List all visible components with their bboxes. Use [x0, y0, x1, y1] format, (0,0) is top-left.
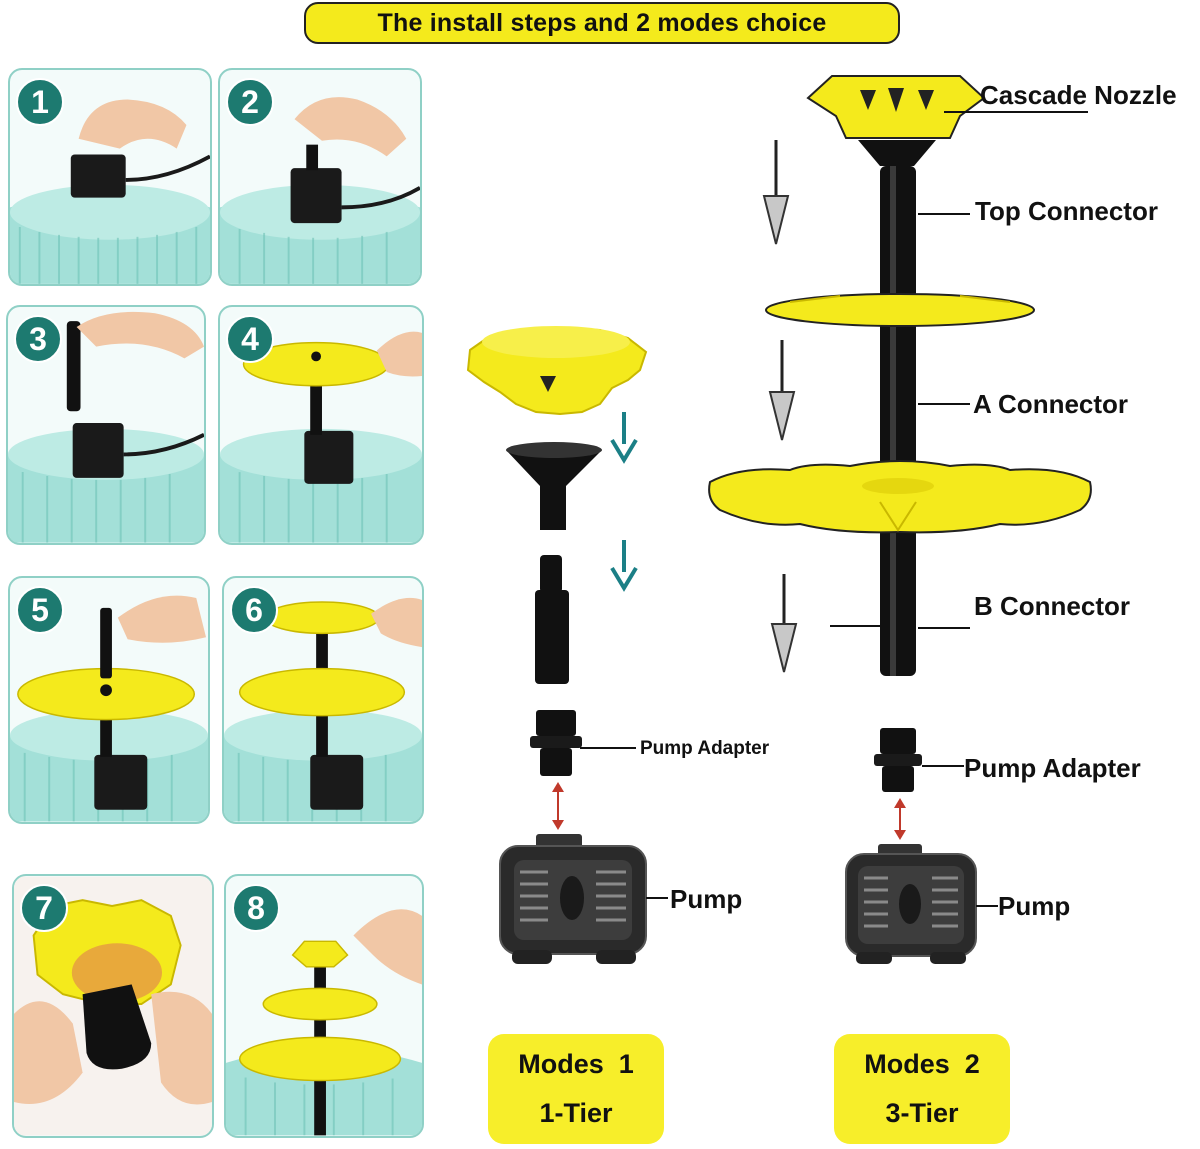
label-pump-mode1: Pump [670, 884, 743, 914]
mode-1-name: Modes 1 [518, 1049, 634, 1079]
step-card-5: 5 [8, 576, 210, 824]
step-badge-3: 3 [14, 315, 62, 363]
label-cascade-nozzle: Cascade Nozzle [980, 80, 1177, 110]
step-badge-1: 1 [16, 78, 64, 126]
step-1-illustration [10, 99, 210, 284]
mode1-pump-adapter [530, 710, 582, 776]
mode2-down-arrow-3 [770, 574, 798, 673]
step-badge-7: 7 [20, 884, 68, 932]
step-badge-2: 2 [226, 78, 274, 126]
step-badge-5: 5 [16, 586, 64, 634]
mode-2-box: Modes 2 3-Tier [834, 1034, 1010, 1144]
mode1-down-arrow-1 [610, 412, 638, 464]
mode-2-tier: 3-Tier [885, 1098, 959, 1128]
mode1-down-arrow-2 [610, 540, 638, 592]
mode2-down-arrow-2 [768, 340, 796, 441]
step-card-7: 7 [12, 874, 214, 1138]
mode1-top-connector [506, 442, 602, 530]
step-5-illustration [10, 595, 208, 822]
mode1-cascade-nozzle [466, 326, 648, 416]
mode2-pump-adapter [874, 728, 922, 792]
step-card-4: 4 [218, 305, 424, 545]
mode1-a-connector [535, 555, 569, 684]
mode1-red-arrow [552, 782, 564, 830]
step-3-illustration [8, 311, 204, 543]
label-top-connector: Top Connector [975, 196, 1158, 226]
title-text: The install steps and 2 modes choice [377, 8, 827, 37]
step-card-3: 3 [6, 305, 206, 545]
label-pump-mode2: Pump [998, 891, 1071, 921]
mode1-pump [499, 834, 647, 964]
mode2-down-arrow-1 [762, 140, 790, 245]
step-8-illustration [226, 909, 422, 1136]
step-badge-6: 6 [230, 586, 278, 634]
mode2-pump [845, 844, 977, 964]
label-pump-adapter-mode2: Pump Adapter [964, 753, 1141, 783]
step-card-2: 2 [218, 68, 422, 286]
mode-2-name: Modes 2 [864, 1049, 980, 1079]
label-a-connector: A Connector [973, 389, 1129, 419]
step-card-6: 6 [222, 576, 424, 824]
step-6-illustration [224, 597, 422, 822]
label-b-connector: B Connector [974, 591, 1130, 621]
mode-1-tier: 1-Tier [539, 1098, 613, 1128]
step-badge-4: 4 [226, 315, 274, 363]
mode2-red-arrow [894, 798, 906, 840]
step-4-illustration [220, 331, 422, 543]
mode-1-box: Modes 1 1-Tier [488, 1034, 664, 1144]
step-2-illustration [220, 97, 420, 284]
step-card-1: 1 [8, 68, 212, 286]
step-card-8: 8 [224, 874, 424, 1138]
step-badge-8: 8 [232, 884, 280, 932]
mode2-tower [708, 75, 1092, 676]
label-pump-adapter-mode1: Pump Adapter [640, 738, 770, 759]
title-banner: The install steps and 2 modes choice [304, 2, 900, 44]
